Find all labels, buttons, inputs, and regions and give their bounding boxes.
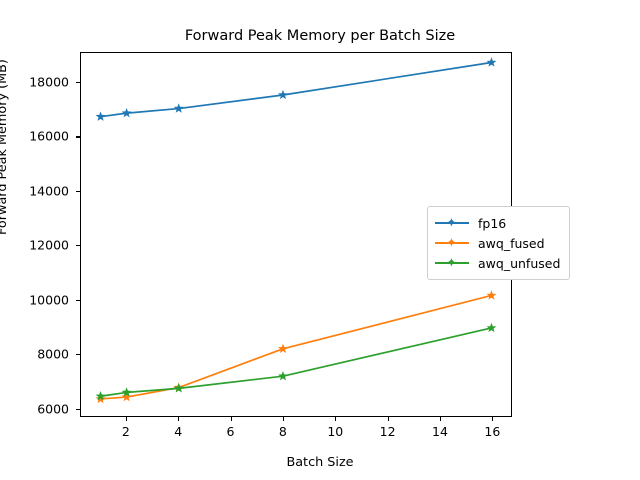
data-point-marker: [95, 391, 106, 401]
x-tick-label: 10: [327, 424, 344, 439]
x-tick-label: 4: [174, 424, 183, 439]
legend-item: ✦ awq_fused: [435, 233, 560, 253]
y-tick-mark: [76, 408, 80, 410]
x-axis-label: Batch Size: [286, 455, 354, 470]
x-tick-label: 14: [432, 424, 448, 439]
x-tick-label: 12: [379, 424, 396, 439]
legend-swatch-awq-fused: ✦: [435, 236, 469, 250]
series-line: [100, 61, 492, 118]
series-awq_unfused: [95, 322, 497, 401]
legend-item: ✦ fp16: [435, 213, 560, 233]
data-point-marker: [278, 343, 288, 353]
chart-title: Forward Peak Memory per Batch Size: [184, 28, 456, 44]
y-tick-label: 18000: [29, 74, 69, 90]
data-point-marker: [121, 107, 132, 118]
data-point-marker: [486, 57, 497, 67]
x-tick-label: 2: [121, 424, 130, 439]
legend-item: ✦ awq_unfused: [435, 253, 560, 273]
series-awq_fused: [95, 290, 497, 404]
y-tick-label: 6000: [37, 401, 69, 417]
series-line: [100, 294, 492, 400]
series-canvas: [95, 57, 497, 404]
x-tick-label: 16: [484, 424, 501, 439]
x-tick-label: 6: [226, 424, 235, 439]
x-tick-label: 8: [278, 424, 287, 439]
legend: ✦ fp16 ✦ awq_fused ✦ awq_unfused: [427, 206, 571, 280]
data-point-marker: [278, 371, 288, 381]
y-tick-label: 10000: [29, 292, 69, 308]
data-point-marker: [173, 103, 184, 113]
x-tick-mark: [387, 417, 389, 421]
x-tick-mark: [335, 417, 337, 421]
legend-label-fp16: fp16: [478, 215, 507, 231]
legend-label-awq-fused: awq_fused: [478, 235, 545, 251]
y-tick-label: 8000: [37, 346, 69, 362]
data-point-marker: [486, 290, 497, 300]
y-tick-label: 16000: [29, 128, 69, 144]
y-tick-mark: [76, 299, 80, 301]
legend-swatch-awq-unfused: ✦: [435, 256, 469, 270]
y-axis-label: Forward Peak Memory (MB): [0, 59, 10, 235]
x-tick-mark: [282, 417, 284, 421]
series-fp16: [95, 57, 497, 121]
data-point-marker: [173, 383, 184, 393]
x-tick-mark: [440, 417, 442, 421]
data-point-marker: [486, 322, 497, 333]
y-tick-mark: [76, 354, 80, 356]
y-tick-mark: [76, 81, 80, 84]
legend-swatch-fp16: ✦: [435, 216, 469, 230]
data-point-marker: [121, 387, 132, 397]
data-point-marker: [95, 111, 106, 121]
legend-label-awq-unfused: awq_unfused: [478, 255, 561, 271]
data-point-marker: [121, 391, 132, 402]
data-point-marker: [95, 393, 106, 404]
y-tick-mark: [76, 245, 80, 247]
y-tick-label: 14000: [29, 183, 69, 199]
x-tick-mark: [230, 417, 232, 421]
y-tick-mark: [76, 136, 80, 138]
y-tick-label: 12000: [29, 237, 69, 253]
series-line: [100, 327, 492, 398]
x-tick-mark: [492, 417, 494, 421]
x-tick-mark: [178, 417, 180, 421]
y-tick-mark: [76, 190, 80, 192]
x-tick-mark: [125, 417, 127, 421]
data-point-marker: [278, 89, 288, 100]
